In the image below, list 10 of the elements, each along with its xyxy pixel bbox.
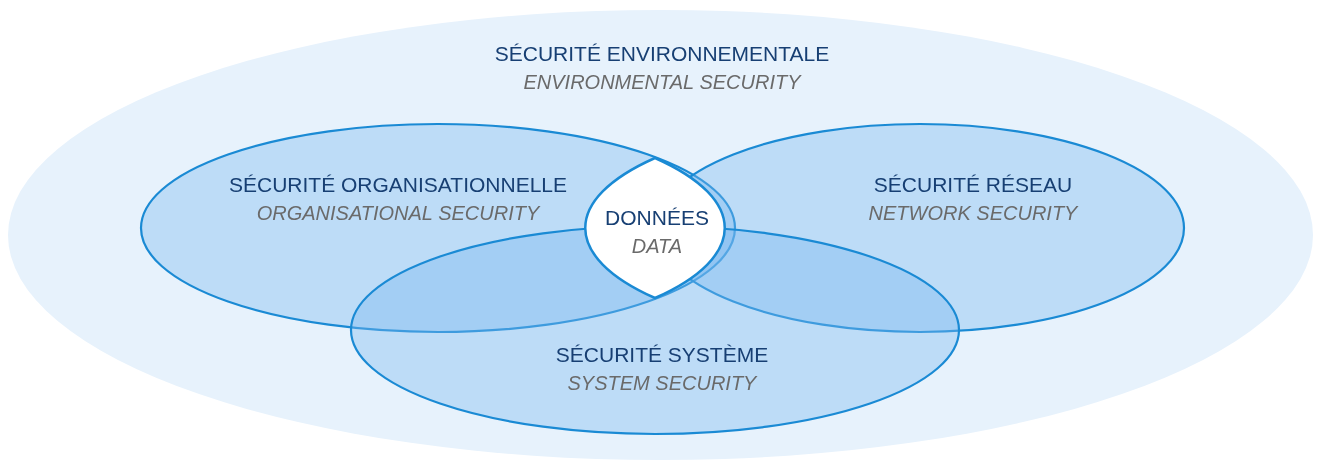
subtitle-label: SYSTEM SECURITY	[566, 371, 759, 396]
subtitle-label: DATA	[630, 234, 684, 259]
heading-label: SÉCURITÉ RÉSEAU	[872, 172, 1074, 198]
heading-label: SÉCURITÉ ORGANISATIONNELLE	[229, 172, 567, 198]
subtitle-label: NETWORK SECURITY	[868, 201, 1078, 226]
heading-label: SÉCURITÉ ENVIRONNEMENTALE	[494, 41, 830, 67]
heading-label: SÉCURITÉ SYSTÈME	[555, 342, 769, 368]
heading-label: DONNÉES	[605, 205, 709, 231]
subtitle-label: ENVIRONMENTAL SECURITY	[522, 70, 803, 95]
subtitle-label: ORGANISATIONAL SECURITY	[255, 201, 542, 226]
